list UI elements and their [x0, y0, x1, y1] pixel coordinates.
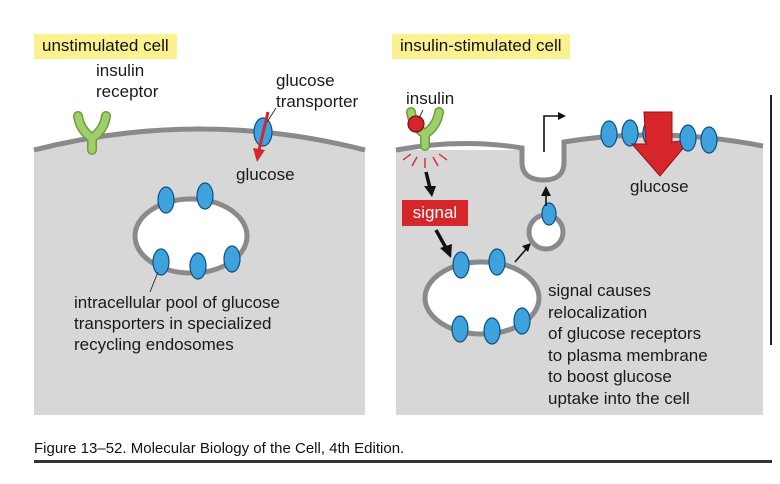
insulin-receptor-label: insulin receptor — [96, 60, 158, 102]
membrane-transporter — [679, 124, 697, 152]
panel-title-unstimulated: unstimulated cell — [34, 34, 177, 59]
endosome-transporter — [223, 245, 241, 273]
endosome-right — [422, 259, 542, 337]
glucose-transporter-label: glucose transporter — [276, 70, 358, 112]
label-line: recycling endosomes — [74, 335, 234, 354]
label-line: receptor — [96, 82, 159, 101]
glucose-label-left: glucose — [236, 165, 295, 184]
glucose-entry-arrow-left — [253, 111, 270, 162]
vesicle-transporter — [541, 202, 557, 226]
relocalization-label: signal causes relocalization of glucose … — [548, 280, 708, 409]
right-cell-body — [396, 135, 763, 415]
endosome-transporter — [189, 252, 207, 280]
endosome-transporter — [483, 317, 501, 345]
page-edge-divider — [770, 95, 772, 345]
left-plasma-membrane — [33, 126, 366, 153]
intracellular-pool-label: intracellular pool of glucose transporte… — [74, 292, 280, 355]
label-line: to boost glucose — [548, 367, 672, 386]
membrane-fusion-arrow — [543, 112, 566, 152]
transporter-pointer-line — [266, 107, 277, 123]
glucose-entry-arrow-right — [630, 111, 692, 177]
figure-caption: Figure 13–52. Molecular Biology of the C… — [34, 440, 405, 457]
panel-title-insulin-stimulated: insulin-stimulated cell — [392, 34, 570, 59]
label-line: to plasma membrane — [548, 345, 708, 365]
endosome-transporter — [488, 248, 506, 276]
arrow-signal-to-endosome — [434, 229, 452, 258]
insulin-molecule — [407, 115, 425, 133]
membrane-transporter — [700, 126, 718, 154]
label-line: glucose — [276, 71, 335, 90]
activation-burst — [402, 153, 448, 168]
label-line: of glucose receptors — [548, 324, 702, 343]
endosome-transporter — [513, 307, 531, 335]
endosome-transporter — [196, 182, 214, 210]
arrow-vesicle-to-membrane — [541, 186, 551, 206]
arrow-endosome-to-vesicle — [514, 243, 531, 263]
endosome-transporter — [452, 251, 470, 279]
glucose-label-right: glucose — [630, 177, 689, 196]
endosome-transporter — [451, 315, 469, 343]
label-line: insulin — [96, 61, 145, 80]
insulin-label: insulin — [406, 89, 455, 108]
caption-divider — [34, 460, 772, 463]
membrane-transporter — [621, 119, 639, 147]
endosome-transporter — [157, 186, 175, 214]
label-line: transporters in specialized — [74, 314, 272, 333]
endosome-transporter — [152, 248, 170, 276]
label-line: signal causes — [548, 281, 652, 300]
arrow-to-signal — [424, 171, 436, 197]
label-line: intracellular pool of glucose — [74, 293, 281, 312]
pool-pointer-line — [149, 271, 159, 293]
membrane-transporter — [600, 120, 618, 148]
insulin-pointer-line — [418, 109, 424, 119]
signal-box: signal — [402, 200, 468, 226]
label-line: uptake into the cell — [548, 388, 690, 408]
label-line: transporter — [276, 92, 359, 111]
label-line: relocalization — [548, 302, 648, 322]
insulin-receptor-left — [73, 111, 111, 155]
